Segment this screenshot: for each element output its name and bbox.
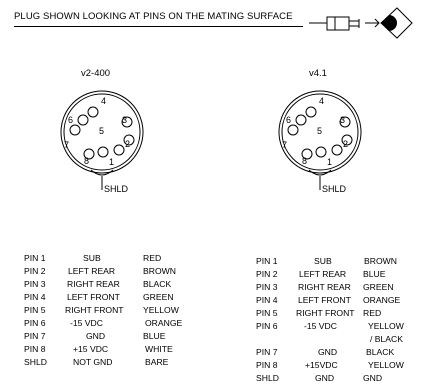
signal-cell: SUB: [314, 256, 332, 266]
pin-cell: PIN 8: [256, 360, 278, 370]
signal-cell: LEFT REAR: [299, 269, 347, 279]
pin-cell: PIN 4: [24, 292, 46, 302]
right-pin-label-1: 1: [327, 157, 333, 167]
wire-color-cell: ORANGE: [145, 318, 183, 328]
pin-cell: PIN 5: [256, 308, 278, 318]
wire-color-cell: BLUE: [363, 269, 386, 279]
signal-cell: RIGHT REAR: [67, 279, 120, 289]
wire-color-cell: BROWN: [143, 266, 176, 276]
pin-cell: PIN 2: [256, 269, 278, 279]
left-pin-label-6: 6: [68, 115, 74, 125]
right-pin-label-3: 3: [340, 115, 346, 125]
pin-cell: PIN 6: [24, 318, 46, 328]
right-pin-label-6: 6: [286, 115, 292, 125]
signal-cell: -15 VDC: [304, 321, 337, 331]
wire-color-cell: GND: [363, 373, 383, 383]
signal-cell: LEFT FRONT: [67, 292, 120, 302]
signal-cell: +15VDC: [305, 360, 338, 370]
signal-cell: RIGHT REAR: [298, 282, 351, 292]
wire-color-cell: BLACK: [143, 279, 172, 289]
pin-cell: PIN 6: [256, 321, 278, 331]
wire-color-cell: WHITE: [145, 344, 173, 354]
wire-color-cell: YELLOW: [368, 360, 404, 370]
right-shield-label: SHLD: [322, 184, 347, 194]
pin-cell: PIN 1: [256, 256, 278, 266]
connector-left-version: v2-400: [81, 68, 111, 79]
signal-cell: GND: [318, 347, 338, 357]
wire-color-cell: BROWN: [364, 256, 397, 266]
plug-icon: [309, 7, 413, 39]
left-pin-label-5: 5: [99, 126, 105, 136]
left-pin-label-2: 2: [125, 139, 131, 149]
right-pin-label-4: 4: [319, 96, 325, 106]
right-pin-label-5: 5: [317, 126, 323, 136]
left-pin-label-4: 4: [101, 96, 107, 106]
left-pin-label-3: 3: [122, 115, 128, 125]
signal-cell: SUB: [83, 253, 101, 263]
wire-color-cell: RED: [143, 253, 162, 263]
right-pin-label-2: 2: [343, 139, 349, 149]
connector-right-version: v4.1: [309, 68, 327, 79]
signal-cell: -15 VDC: [70, 318, 103, 328]
signal-cell: RIGHT FRONT: [296, 308, 355, 318]
wire-color-cell: ORANGE: [363, 295, 401, 305]
signal-cell: LEFT REAR: [68, 266, 116, 276]
wire-color-cell-line2: / BLACK: [370, 334, 403, 344]
diagram-title: PLUG SHOWN LOOKING AT PINS ON THE MATING…: [14, 11, 293, 22]
pin-cell: PIN 7: [24, 331, 46, 341]
pin-cell: SHLD: [24, 357, 47, 367]
wire-color-cell: GREEN: [143, 292, 174, 302]
pin-cell: PIN 2: [24, 266, 46, 276]
signal-cell: LEFT FRONT: [298, 295, 351, 305]
pin-cell: PIN 3: [24, 279, 46, 289]
wire-color-cell: RED: [363, 308, 382, 318]
signal-cell: GND: [86, 331, 106, 341]
signal-cell: +15 VDC: [73, 344, 109, 354]
right-pin-label-7: 7: [282, 140, 288, 150]
connector-right-diagram: [278, 90, 362, 190]
signal-cell: NOT GND: [73, 357, 113, 367]
title-underline: [14, 26, 303, 27]
signal-cell: RIGHT FRONT: [65, 305, 124, 315]
wire-color-cell: YELLOW: [143, 305, 179, 315]
wire-color-cell: YELLOW: [368, 321, 404, 331]
connector-left-diagram: [60, 90, 144, 190]
left-pin-label-7: 7: [64, 140, 70, 150]
wire-color-cell: BLACK: [366, 347, 395, 357]
wire-color-cell: BARE: [145, 357, 169, 367]
pin-cell: PIN 3: [256, 282, 278, 292]
pin-cell: PIN 5: [24, 305, 46, 315]
right-pin-label-8: 8: [302, 156, 308, 166]
signal-cell: GND: [315, 373, 335, 383]
pin-cell: PIN 8: [24, 344, 46, 354]
left-pin-label-1: 1: [109, 157, 115, 167]
left-pin-label-8: 8: [84, 156, 90, 166]
wire-color-cell: GREEN: [363, 282, 394, 292]
pin-cell: PIN 1: [24, 253, 46, 263]
pin-cell: SHLD: [256, 373, 279, 383]
pin-cell: PIN 4: [256, 295, 278, 305]
pin-cell: PIN 7: [256, 347, 278, 357]
left-shield-label: SHLD: [104, 184, 129, 194]
wire-color-cell: BLUE: [143, 331, 166, 341]
